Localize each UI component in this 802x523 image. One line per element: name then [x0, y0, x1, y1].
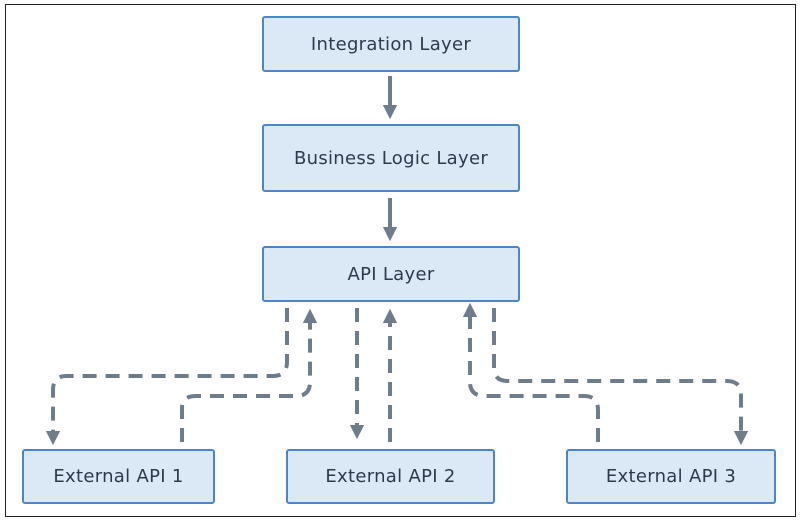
external-api-1-label: External API 1 [53, 466, 184, 487]
external-api-2-node: External API 2 [286, 449, 495, 504]
arrow-api-to-ext1 [45, 308, 289, 446]
business-logic-layer-node: Business Logic Layer [262, 124, 520, 192]
integration-layer-node: Integration Layer [262, 16, 520, 72]
arrow-ext3-to-api [462, 302, 600, 442]
arrow-api-to-ext3 [492, 308, 749, 446]
business-logic-layer-label: Business Logic Layer [293, 147, 489, 169]
api-layer-label: API Layer [347, 263, 435, 285]
external-api-3-node: External API 3 [566, 449, 776, 504]
integration-layer-label: Integration Layer [310, 33, 472, 55]
api-layer-node: API Layer [262, 246, 520, 302]
external-api-2-label: External API 2 [325, 466, 456, 487]
arrow-ext1-to-api [180, 308, 318, 442]
external-api-3-label: External API 3 [605, 466, 737, 487]
external-api-1-node: External API 1 [22, 449, 215, 504]
